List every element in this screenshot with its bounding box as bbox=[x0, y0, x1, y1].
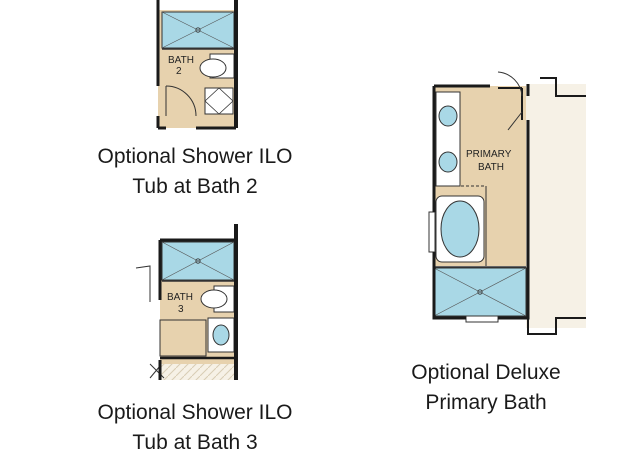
bath-3-caption-line1: Optional Shower ILO bbox=[97, 401, 293, 424]
bath-3-plan: BATH 3 bbox=[135, 224, 238, 380]
primary-bath-adjacent-floor bbox=[526, 84, 586, 328]
bath-2-plan: BATH 2 bbox=[156, 0, 238, 130]
bath-3-caption-line2: Tub at Bath 3 bbox=[132, 431, 258, 454]
bath-2-caption-line1: Optional Shower ILO bbox=[97, 145, 293, 168]
primary-bath-caption: Optional Deluxe Primary Bath bbox=[346, 358, 626, 418]
bath-3-door-swing bbox=[135, 265, 151, 302]
bath-3-label-line1: BATH bbox=[167, 292, 193, 303]
primary-bath-label-line2: BATH bbox=[478, 162, 504, 173]
primary-bath-sink-2 bbox=[438, 151, 458, 173]
bath-3-caption: Optional Shower ILO Tub at Bath 3 bbox=[40, 398, 350, 458]
bath-2-label-line1: BATH bbox=[168, 55, 194, 66]
bath-3-door-opening bbox=[159, 319, 207, 357]
bath-3-sink bbox=[212, 324, 230, 346]
primary-bath-sink-1 bbox=[438, 105, 458, 127]
bath-3-hall-floor bbox=[160, 364, 238, 380]
bath-3-toilet bbox=[200, 289, 228, 309]
primary-bath-window bbox=[428, 211, 436, 253]
bath-2-caption-line2: Tub at Bath 2 bbox=[132, 175, 258, 198]
primary-bath-tub-basin bbox=[440, 200, 480, 258]
primary-bath-label-line1: PRIMARY bbox=[466, 149, 512, 160]
primary-bath-shower-window bbox=[465, 315, 499, 323]
bath-2-label-line2: 2 bbox=[176, 66, 182, 77]
primary-bath-door bbox=[507, 111, 523, 131]
primary-bath-plan: PRIMARY BATH bbox=[428, 71, 586, 335]
bath-3-label-line2: 3 bbox=[178, 304, 184, 315]
primary-bath-door-swing bbox=[497, 71, 523, 97]
bath-2-door-swing bbox=[165, 85, 197, 117]
bath-2-toilet bbox=[199, 58, 227, 78]
bath-2-caption: Optional Shower ILO Tub at Bath 2 bbox=[40, 142, 350, 202]
primary-bath-caption-line1: Optional Deluxe bbox=[411, 361, 561, 384]
bath-2-cabinet bbox=[204, 87, 234, 115]
primary-bath-caption-line2: Primary Bath bbox=[425, 391, 547, 414]
